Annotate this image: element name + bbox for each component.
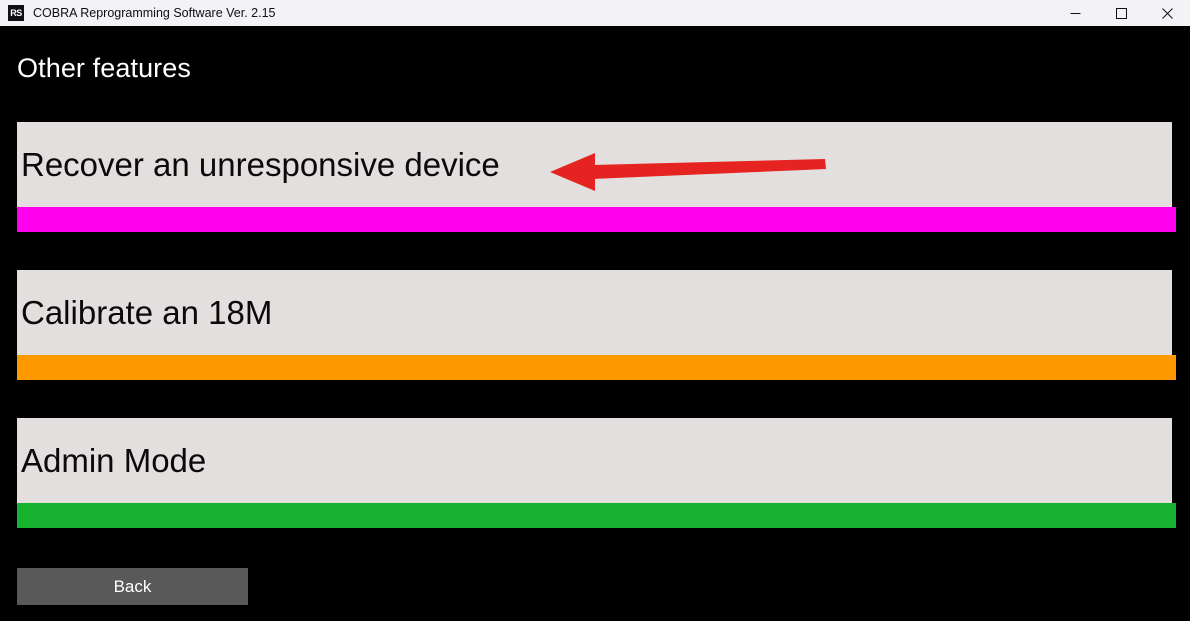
back-button[interactable]: Back <box>17 568 248 605</box>
minimize-button[interactable] <box>1052 0 1098 26</box>
feature-card-body[interactable]: Recover an unresponsive device <box>17 122 1172 207</box>
app-icon-rs: RS <box>8 5 24 21</box>
feature-card-accent-bar <box>17 207 1176 232</box>
window-title: COBRA Reprogramming Software Ver. 2.15 <box>33 6 276 20</box>
feature-card-accent-bar <box>17 503 1176 528</box>
feature-card-body[interactable]: Calibrate an 18M <box>17 270 1172 355</box>
feature-card-accent-bar <box>17 355 1176 380</box>
minimize-icon <box>1070 12 1080 14</box>
window-controls <box>1052 0 1190 26</box>
feature-card-label: Admin Mode <box>21 441 207 479</box>
maximize-icon <box>1115 7 1127 19</box>
page-title: Other features <box>17 53 191 83</box>
feature-card-calibrate[interactable]: Calibrate an 18M <box>17 270 1176 380</box>
feature-card-label: Recover an unresponsive device <box>21 145 500 183</box>
close-icon <box>1161 7 1173 19</box>
feature-card-recover[interactable]: Recover an unresponsive device <box>17 122 1176 232</box>
feature-card-label: Calibrate an 18M <box>21 293 273 331</box>
maximize-button[interactable] <box>1098 0 1144 26</box>
feature-card-body[interactable]: Admin Mode <box>17 418 1172 503</box>
title-bar: RS COBRA Reprogramming Software Ver. 2.1… <box>0 0 1190 26</box>
close-button[interactable] <box>1144 0 1190 26</box>
feature-card-admin[interactable]: Admin Mode <box>17 418 1176 528</box>
